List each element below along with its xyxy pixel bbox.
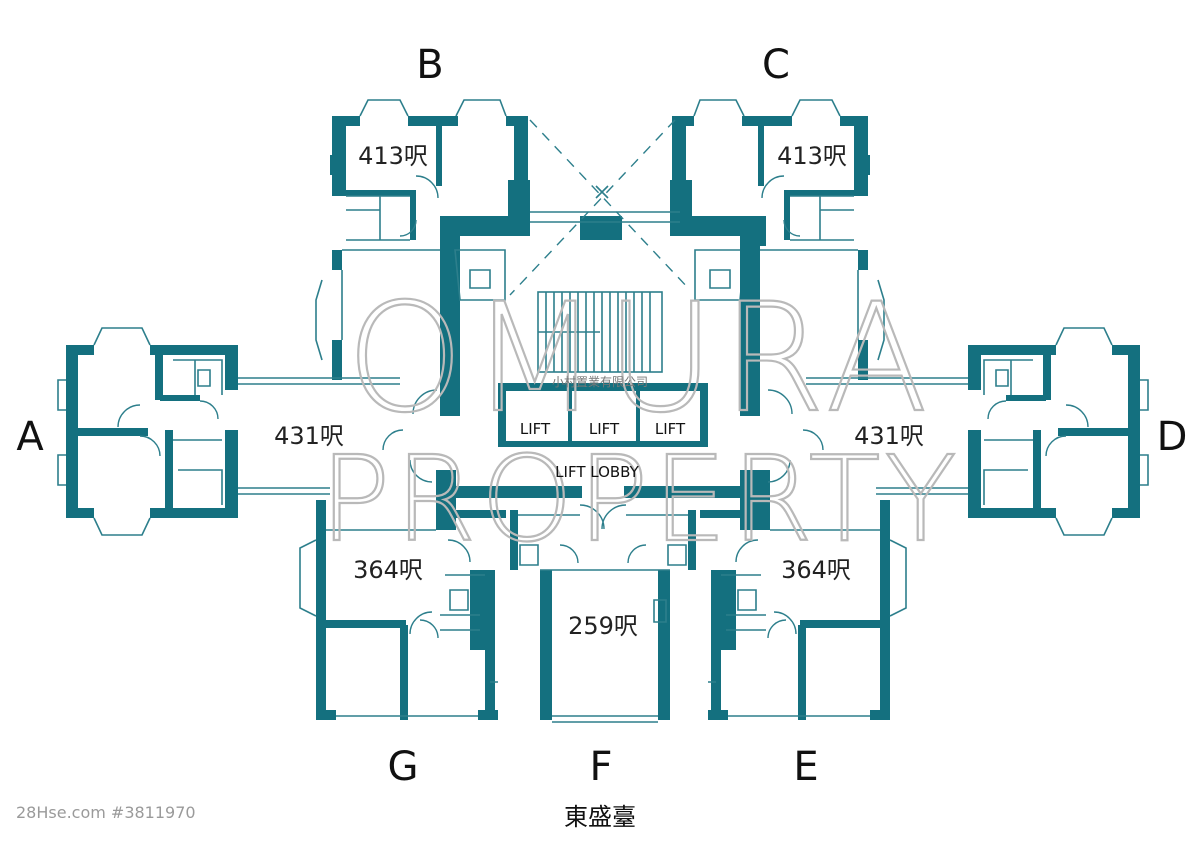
- unit-g-plan: [299, 470, 506, 720]
- watermark-line-2: PROPERTY: [319, 430, 960, 568]
- unit-letter-f: F: [589, 744, 612, 790]
- street-name: 東盛臺: [564, 803, 636, 831]
- unit-f-plan: [510, 504, 696, 723]
- unit-c-area: 413呎: [777, 142, 847, 170]
- unit-a-area: 431呎: [274, 422, 344, 450]
- unit-letter-g: G: [388, 744, 419, 790]
- unit-g-area: 364呎: [353, 556, 423, 584]
- listing-reference: 28Hse.com #3811970: [16, 803, 196, 822]
- lift-1-label: LIFT: [520, 420, 551, 438]
- unit-b-plan: [315, 99, 530, 416]
- unit-letter-e: E: [793, 744, 818, 790]
- unit-letter-a: A: [16, 414, 44, 460]
- watermark-line-1: OMURA: [346, 272, 934, 446]
- agency-name: 小村置業有限公司: [552, 375, 648, 389]
- unit-b-area: 413呎: [358, 142, 428, 170]
- unit-e-area: 364呎: [781, 556, 851, 584]
- lift-lobby-label: LIFT LOBBY: [555, 463, 639, 481]
- unit-a-plan: [57, 327, 400, 536]
- building-core: [382, 119, 824, 530]
- unit-f-area: 259呎: [568, 612, 638, 640]
- unit-letter-b: B: [416, 42, 443, 88]
- unit-d-plan: [806, 327, 1149, 536]
- watermark: OMURA PROPERTY: [318, 271, 960, 569]
- unit-d-area: 431呎: [854, 422, 924, 450]
- unit-letter-d: D: [1157, 414, 1188, 460]
- lift-3-label: LIFT: [655, 420, 686, 438]
- lift-2-label: LIFT: [589, 420, 620, 438]
- unit-letter-c: C: [762, 42, 790, 88]
